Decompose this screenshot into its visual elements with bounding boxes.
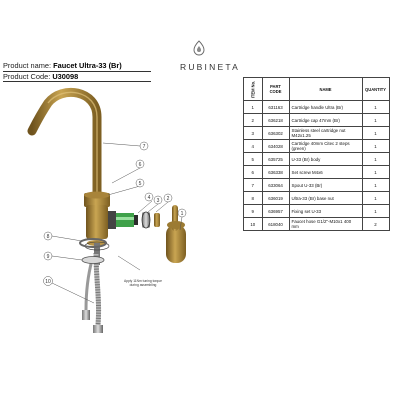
row-qty: 1 [361,113,390,127]
row-name: Stainless steel cartridge nut M42x1.25 [288,126,363,140]
row-pos: 10 [243,217,263,231]
svg-text:7: 7 [143,144,146,150]
callout-10: 10 [43,276,53,286]
leader-lines [51,142,183,304]
callout-6: 6 [135,159,145,169]
product-code-value: U30098 [52,71,79,81]
callout-7: 7 [139,141,149,151]
row-qty: 1 [361,204,390,218]
assembly-torque-note: Apply 11Nm tuning torque during assembli… [124,279,162,287]
product-name-row: Product name: Faucet Ultra-33 (Br) [3,61,151,70]
row-code: 636302 [261,126,290,140]
row-name: Fixing set U-33 [288,204,363,218]
header-divider [3,81,151,83]
svg-text:9: 9 [47,254,50,260]
row-pos: 6 [243,165,263,179]
row-pos: 3 [243,126,263,140]
row-name: Set screw M4x6 [288,165,363,179]
product-code-label: Product Code: [3,71,51,81]
row-qty: 1 [361,165,390,179]
row-pos: 7 [243,178,263,192]
header-divider [3,70,151,72]
row-qty: 2 [361,217,390,231]
svg-text:6: 6 [139,162,142,168]
brand-name: RUBINETA [180,62,240,72]
svg-text:4: 4 [148,195,151,201]
callout-4: 4 [144,192,154,202]
callout-3: 3 [153,195,163,205]
row-pos: 4 [243,139,263,153]
row-code: 635725 [261,152,290,166]
row-pos: 5 [243,152,263,166]
faucet-body [84,191,110,239]
product-code-row: Product Code: U30098 [3,72,151,81]
row-code: 636019 [261,191,290,205]
row-name: Cartridge handle Ultra (Br) [288,100,363,114]
callout-1: 1 [177,208,187,218]
callout-2: 2 [163,193,173,203]
callout-5: 5 [135,178,145,188]
brand-logo-icon [190,39,208,62]
row-code: 636957 [261,204,290,218]
row-qty: 1 [361,100,390,114]
row-pos: 9 [243,204,263,218]
callout-9: 9 [43,251,53,261]
row-name: Cartridge cap 47mm (Br) [288,113,363,127]
row-pos: 8 [243,191,263,205]
row-code: 618040 [261,217,290,231]
parts-table-header: ITEM No. PART CODE NAME QUANTITY [243,77,390,101]
callout-circles: 7 6 5 4 3 2 1 [43,141,187,286]
column-header-quantity: QUANTITY [361,77,390,101]
product-name-label: Product name: [3,61,52,70]
product-name-value: Faucet Ultra-33 (Br) [53,61,122,70]
row-code: 634028 [261,139,290,153]
row-code: 636218 [261,113,290,127]
row-name: U-33 (Br) body [288,152,363,166]
callout-8: 8 [43,231,53,241]
column-header-part-code: PART CODE [261,77,290,101]
row-name: Spout U-33 (Br) [288,178,363,192]
column-header-name: NAME [288,77,363,101]
row-pos: 2 [243,113,263,127]
row-qty: 1 [361,126,390,140]
row-qty: 1 [361,152,390,166]
column-header-item: ITEM No. [243,77,263,101]
row-name: Ultra-33 (Br) base nut [288,191,363,205]
row-code: 636338 [261,165,290,179]
row-qty: 1 [361,139,390,153]
svg-text:10: 10 [45,279,51,285]
svg-text:1: 1 [181,211,184,217]
svg-text:8: 8 [47,234,50,240]
row-code: 633064 [261,178,290,192]
svg-text:2: 2 [167,196,170,202]
handle [166,205,186,263]
row-pos: 1 [243,100,263,114]
row-name: Cartridge 40mm Citec 2 steps (green) [288,139,363,153]
svg-text:5: 5 [139,181,142,187]
row-name: Faucet hose G1/2"-M10x1 400 mm [288,217,363,231]
spout [27,87,102,200]
product-header: Product name: Faucet Ultra-33 (Br) Produ… [3,61,151,83]
row-qty: 1 [361,178,390,192]
cartridge-assembly [108,211,160,229]
exploded-drawing: 7 6 5 4 3 2 1 [27,87,187,333]
svg-text:3: 3 [157,198,160,204]
row-qty: 1 [361,191,390,205]
row-code: 631163 [261,100,290,114]
